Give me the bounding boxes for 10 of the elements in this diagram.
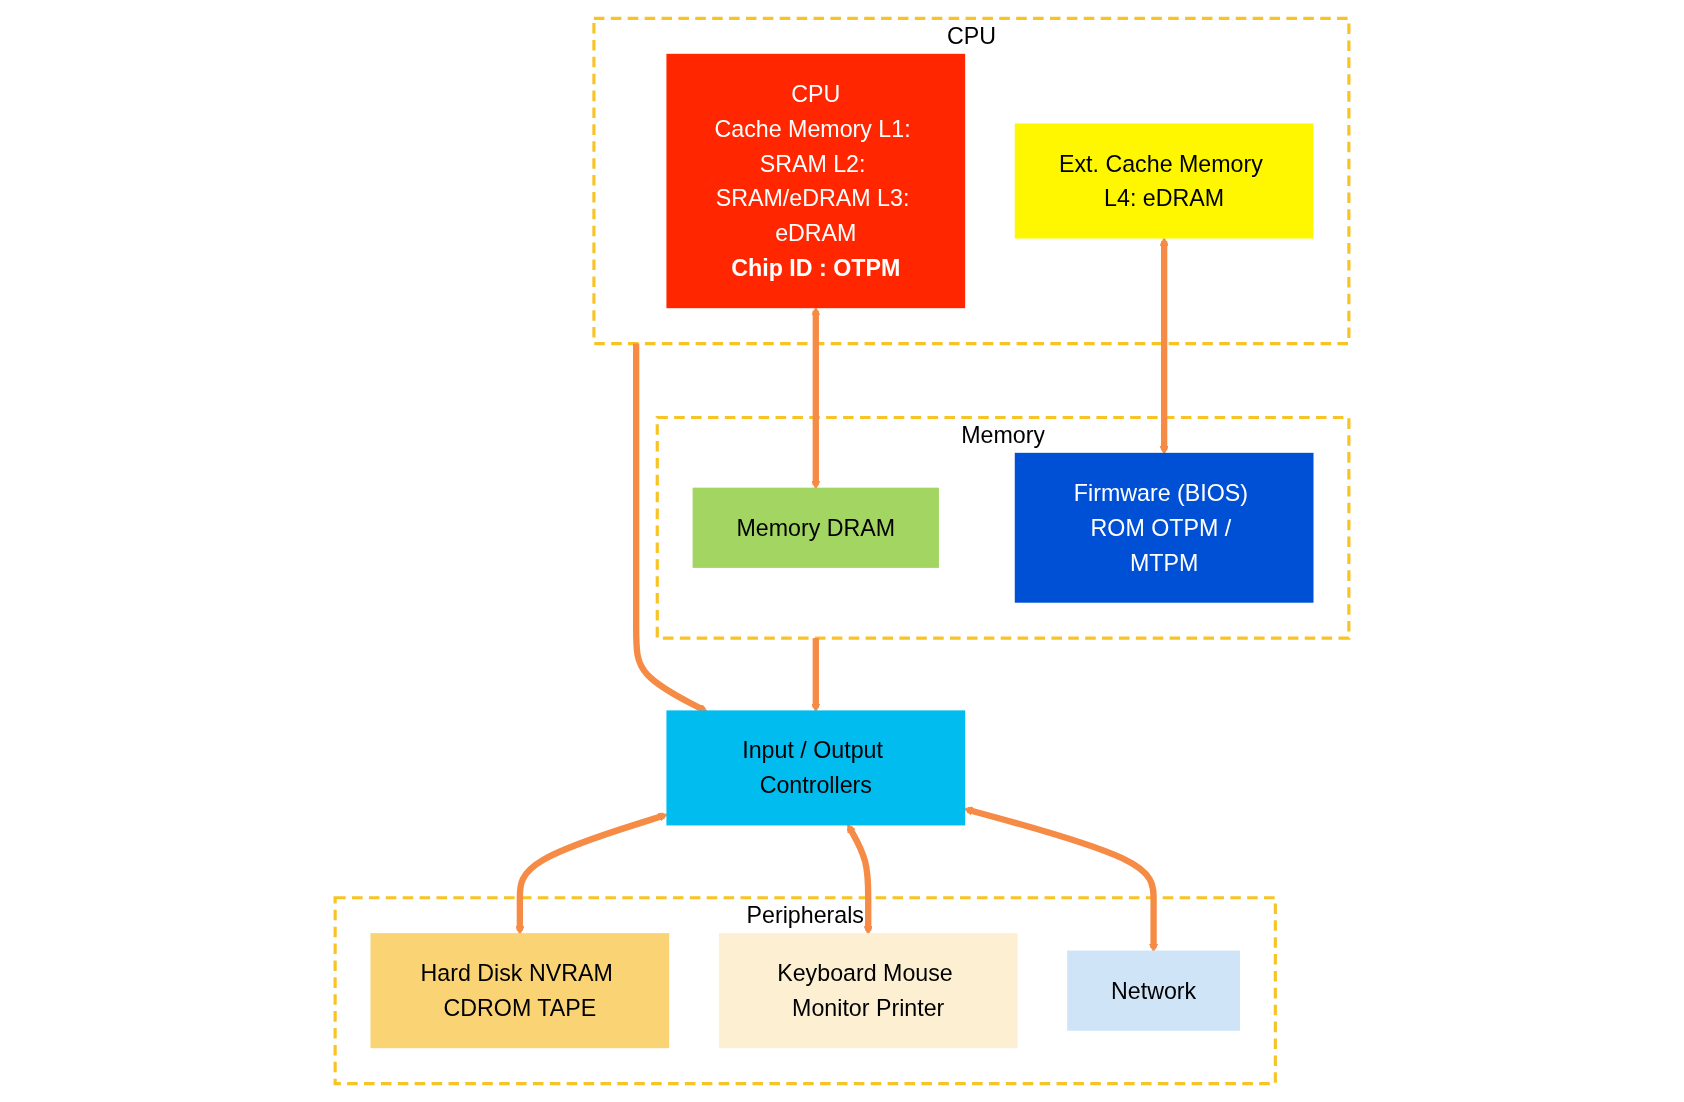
node-box: Ext. Cache Memory L4: eDRAM: [1014, 123, 1314, 239]
arrow: [1159, 236, 1169, 455]
node-box: Memory DRAM: [692, 487, 939, 568]
node-box: Keyboard Mouse Monitor Printer: [718, 933, 1018, 1049]
node-box: Firmware (BIOS) ROM OTPM / MTPM: [1014, 452, 1314, 603]
arrow: [811, 306, 821, 490]
node-box: Network: [1067, 950, 1240, 1031]
node-box: CPU Cache Memory L1: SRAM L2: SRAM/eDRAM L3: eDRAM Chip ID : OTPM: [666, 53, 966, 309]
node-box: Hard Disk NVRAM CDROM TAPE: [370, 933, 670, 1049]
node-box: Input / Output Controllers: [666, 710, 966, 826]
